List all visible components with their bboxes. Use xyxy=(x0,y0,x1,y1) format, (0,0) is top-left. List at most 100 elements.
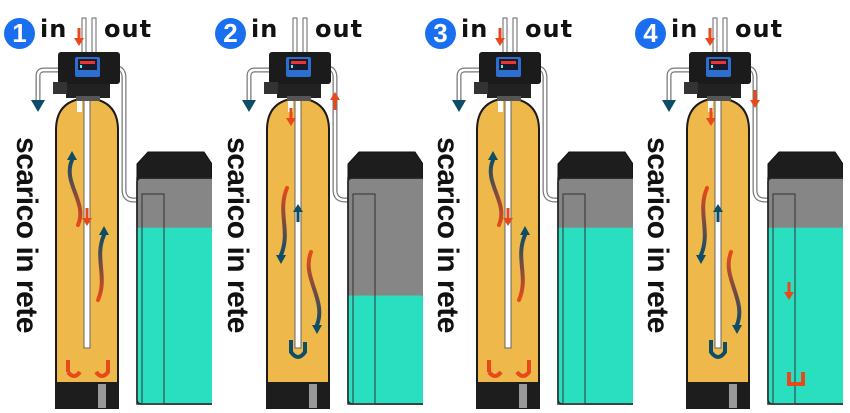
brine-water xyxy=(768,227,843,404)
control-valve-body xyxy=(487,84,531,98)
step-panel-3: 3 in out scarico in rete xyxy=(421,0,633,413)
inlet-pipe xyxy=(502,17,508,55)
tank-collar-tube xyxy=(708,98,713,112)
display-screen xyxy=(78,59,97,70)
flow-arrow-down-right-head xyxy=(312,325,322,334)
brine-tank-outline xyxy=(767,177,843,405)
brine-tank-lid xyxy=(347,151,423,179)
step-number-badge: 2 xyxy=(215,18,246,49)
inlet-arrow-head xyxy=(705,38,715,46)
inlet-pipe xyxy=(292,17,298,55)
flow-arrow-up-left xyxy=(67,158,83,227)
drain-label: scarico in rete xyxy=(217,137,257,333)
step-number-badge: 3 xyxy=(425,18,456,49)
tube-arrow-up-head xyxy=(713,204,723,212)
flow-arrow-down-right xyxy=(306,250,322,327)
flow-arrow-up-right xyxy=(96,233,106,302)
brine-well xyxy=(772,193,796,405)
display-indicator xyxy=(80,65,82,68)
brine-well xyxy=(141,193,165,405)
display-indicator xyxy=(291,65,293,68)
valve-side-port xyxy=(474,82,488,94)
brine-well xyxy=(352,193,376,405)
distributor-tube xyxy=(294,97,302,349)
drain-label-text: scarico in rete xyxy=(221,137,254,333)
softener-illustration xyxy=(452,17,633,409)
drain-label-text: scarico in rete xyxy=(431,137,464,333)
tank-base-stripe xyxy=(729,384,737,408)
display-screen xyxy=(709,59,728,70)
brine-water xyxy=(137,227,212,404)
control-valve-body xyxy=(66,84,110,98)
outlet-label: out xyxy=(525,15,574,43)
flow-arrow-down-left-head xyxy=(696,255,706,264)
outlet-pipe xyxy=(91,17,97,55)
display-digits xyxy=(711,61,726,64)
valve-collar xyxy=(287,96,311,101)
inlet-label: in xyxy=(251,15,279,43)
tank-collar-tube xyxy=(77,98,82,112)
flow-arrow-up-left-head xyxy=(67,151,77,160)
tank-inlet-arrow-head xyxy=(286,118,296,126)
step-panel-4: 4 in out scarico in rete xyxy=(631,0,843,413)
brine-fill-arrow-head xyxy=(784,292,794,300)
tube-arrow-down-head xyxy=(503,218,513,226)
inlet-pipe xyxy=(81,17,87,55)
inlet-label: in xyxy=(40,15,68,43)
control-valve-body xyxy=(277,84,321,98)
display-screen xyxy=(499,59,518,70)
brine-draw-arrow-head xyxy=(330,92,340,100)
drain-label: scarico in rete xyxy=(637,137,677,333)
flow-arrow-up-right-head xyxy=(99,226,109,235)
step-panel-1: 1 in out scarico in rete xyxy=(0,0,212,413)
tank-base xyxy=(687,382,749,408)
outlet-label: out xyxy=(735,15,784,43)
brine-tank-outline xyxy=(557,177,633,405)
brine-refill-arrow-head xyxy=(750,100,760,108)
bottom-outflow-arrow-left xyxy=(487,360,503,378)
softener-illustration xyxy=(31,17,212,409)
brine-outflow-arrow xyxy=(787,372,805,386)
drain-arrow-icon xyxy=(662,100,676,112)
outlet-pipe xyxy=(722,17,728,55)
flow-arrow-up-left-head xyxy=(488,151,498,160)
drain-arrow-icon xyxy=(242,100,256,112)
softener-illustration xyxy=(242,17,423,409)
bottom-outflow-arrow-left xyxy=(66,360,82,378)
flow-arrow-up-right xyxy=(517,233,527,302)
bottom-outflow-arrow-right xyxy=(515,360,531,378)
valve-side-port xyxy=(264,82,278,94)
drain-pipe-inner xyxy=(247,68,271,100)
brine-well xyxy=(562,193,586,405)
tube-arrow-down-head xyxy=(82,218,92,226)
tank-base xyxy=(267,382,329,408)
valve-side-port xyxy=(53,82,67,94)
drain-pipe-inner xyxy=(36,68,60,100)
drain-label-text: scarico in rete xyxy=(641,137,674,333)
step-number-badge: 1 xyxy=(4,18,35,49)
brine-tank-lid xyxy=(136,151,212,179)
brine-tank-outline xyxy=(136,177,212,405)
display-screen xyxy=(289,59,308,70)
step-panel-2: 2 in out scarico in rete xyxy=(211,0,423,413)
outlet-label: out xyxy=(104,15,153,43)
bottom-uturn-arrow xyxy=(289,340,307,359)
tank-base-stripe xyxy=(98,384,106,408)
drain-label: scarico in rete xyxy=(6,137,46,333)
drain-label-text: scarico in rete xyxy=(10,137,43,333)
display-digits xyxy=(291,61,306,64)
distributor-tube xyxy=(714,97,722,349)
bottom-uturn-arrow xyxy=(709,340,727,359)
flow-arrow-down-right-head xyxy=(732,325,742,334)
brine-tank-lid xyxy=(767,151,843,179)
flow-arrow-up-left xyxy=(488,158,504,227)
inlet-label: in xyxy=(671,15,699,43)
outlet-pipe xyxy=(512,17,518,55)
tank-collar-tube xyxy=(288,98,293,112)
flow-arrow-down-left-head xyxy=(276,255,286,264)
brine-tank-lid xyxy=(557,151,633,179)
inlet-arrow-head xyxy=(495,38,505,46)
drain-label: scarico in rete xyxy=(427,137,467,333)
valve-side-port xyxy=(684,82,698,94)
tank-base-stripe xyxy=(519,384,527,408)
